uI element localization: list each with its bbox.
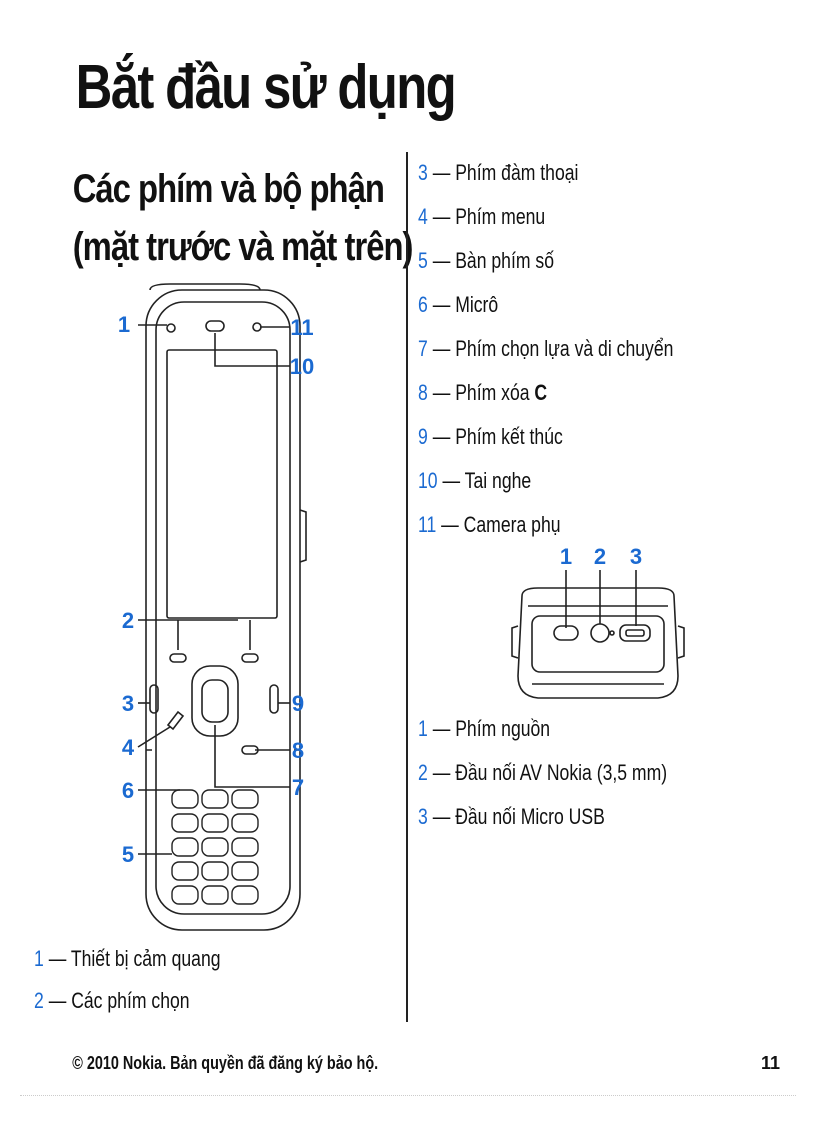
section-title: Các phím và bộ phận (mặt trước và mặt tr… [72, 167, 414, 269]
top-callout-2: 2 [594, 544, 606, 569]
callout-9: 9 [292, 691, 304, 716]
legend-item: 11 — Camera phụ [418, 512, 561, 537]
numeric-keypad [171, 789, 259, 905]
legend-item: 5 — Bàn phím số [418, 248, 554, 273]
callout-11: 11 [290, 315, 313, 340]
left-select-key [169, 653, 187, 663]
legend-item: 1 — Thiết bị cảm quang [34, 946, 221, 971]
legend-item: 1 — Phím nguồn [418, 716, 551, 741]
callout-3: 3 [122, 691, 134, 716]
call-key [149, 684, 159, 714]
page-title: Bắt đầu sử dụng [75, 53, 457, 122]
column-divider [406, 152, 408, 1022]
top-callout-3: 3 [630, 544, 642, 569]
callout-4: 4 [122, 735, 135, 760]
legend-item: 6 — Micrô [418, 292, 499, 317]
callout-2: 2 [122, 608, 134, 633]
phone-body [145, 289, 301, 931]
callout-8: 8 [292, 738, 304, 763]
light-sensor-icon [166, 323, 176, 333]
legend-item: 2 — Đầu nối AV Nokia (3,5 mm) [418, 760, 668, 785]
front-camera-icon [252, 322, 262, 332]
legend-item: 7 — Phím chọn lựa và di chuyển [418, 336, 674, 361]
legend-item: 10 — Tai nghe [418, 468, 532, 493]
legend-item: 3 — Phím đàm thoại [418, 160, 579, 185]
power-key [553, 625, 579, 641]
phone-front-illustration: 1 2 3 4 6 5 11 10 9 8 7 [118, 283, 314, 931]
footer-rule [20, 1095, 796, 1096]
right-select-key [241, 653, 259, 663]
av-connector [590, 623, 610, 643]
callout-1: 1 [118, 312, 130, 337]
navi-key-inner [201, 679, 229, 723]
earpiece-icon [205, 320, 225, 332]
callout-7: 7 [292, 775, 304, 800]
legend-item: 3 — Đầu nối Micro USB [418, 804, 605, 829]
display-screen [166, 349, 278, 619]
footer-copyright: © 2010 Nokia. Bản quyền đã đăng ký bảo h… [72, 1053, 379, 1073]
callout-5: 5 [122, 842, 134, 867]
top-callout-1: 1 [560, 544, 572, 569]
end-key [269, 684, 279, 714]
page-number: 11 [760, 1053, 780, 1073]
legend-item: 2 — Các phím chọn [34, 988, 190, 1013]
legend-item: 4 — Phím menu [418, 204, 546, 229]
phone-top-illustration: 1 2 3 [511, 544, 685, 699]
legend-item: 8 — Phím xóa C [418, 380, 548, 405]
callout-6: 6 [122, 778, 134, 803]
menu-key [166, 710, 185, 731]
callout-10: 10 [290, 354, 314, 379]
micro-usb-connector [619, 624, 651, 642]
legend-item: 9 — Phím kết thúc [418, 424, 563, 449]
clear-key-glyph: C [534, 380, 548, 405]
